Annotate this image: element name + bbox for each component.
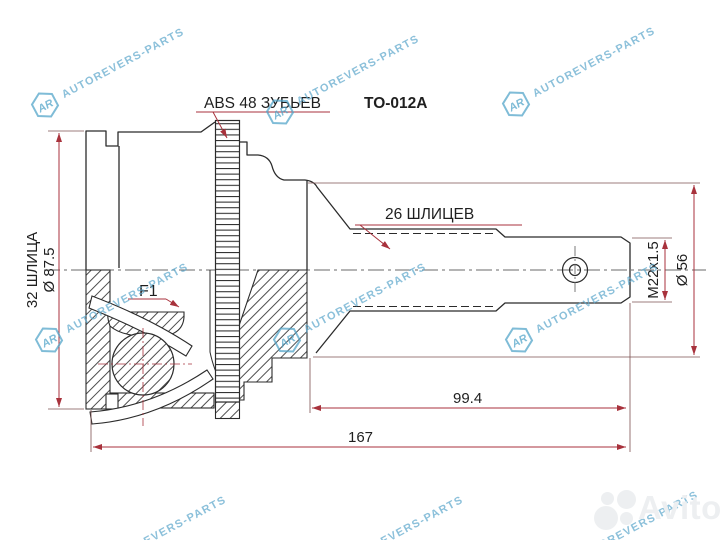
abs-teeth-label: ABS 48 ЗУБЬЕВ (204, 95, 321, 112)
groove-label: F1 (139, 283, 158, 300)
bell-outline (85, 121, 308, 270)
avito-dot-icon (617, 490, 636, 509)
extension-lines (48, 130, 700, 452)
ball-center-marks (98, 328, 192, 426)
outer-splines-label: 26 ШЛИЦЕВ (385, 206, 474, 223)
inner-splines-label: 32 ШЛИЦА (24, 232, 41, 308)
shaft-hole (561, 246, 589, 294)
abs-ring (214, 119, 241, 403)
total-length-dim: 167 (348, 429, 373, 446)
shaft-diameter-dim: Ø 56 (674, 254, 691, 287)
shaft-length-dim: 99.4 (453, 390, 482, 407)
avito-dot-icon (594, 506, 618, 530)
bell-diameter-dim: Ø 87.5 (41, 247, 58, 292)
avito-watermark: Avito (588, 489, 720, 540)
dimension-lines (56, 111, 697, 450)
avito-dot-icon (601, 492, 614, 505)
shaft-outline (240, 141, 631, 354)
avito-wordmark: Avito (638, 489, 720, 526)
avito-dot-icon (620, 512, 633, 525)
part-number: TO-012A (364, 95, 427, 112)
bell-cross-section (85, 269, 308, 425)
thread-dim: M22x1.5 (645, 241, 662, 299)
